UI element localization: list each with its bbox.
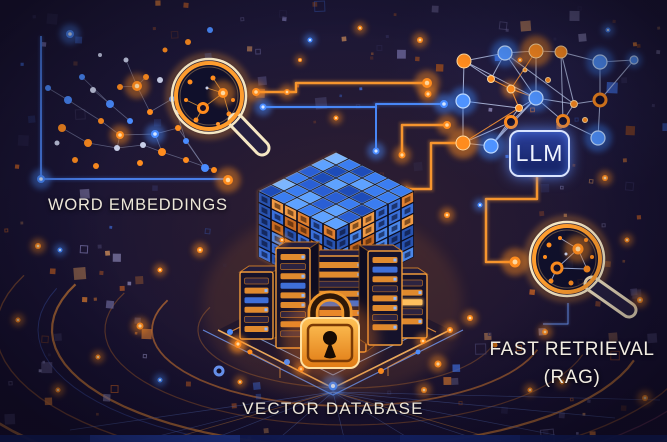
magnifier-left-icon bbox=[165, 52, 271, 157]
bokeh-glow-dots bbox=[11, 21, 653, 406]
circuit-traces bbox=[246, 70, 570, 326]
llm-network-graph bbox=[447, 35, 642, 160]
magnifier-right-icon bbox=[523, 215, 638, 319]
fast-retrieval-line2: (RAG) bbox=[543, 367, 601, 388]
llm-label: LLM bbox=[515, 140, 564, 166]
word-embeddings-label: WORD EMBEDDINGS bbox=[48, 196, 228, 214]
padlock-icon bbox=[282, 290, 378, 382]
fast-retrieval-line1: FAST RETRIEVAL bbox=[489, 339, 655, 360]
llm-badge: LLM bbox=[509, 130, 570, 177]
fast-retrieval-label: FAST RETRIEVAL (RAG) bbox=[489, 336, 654, 392]
bottom-edge-bar bbox=[0, 435, 667, 442]
vector-database-label: VECTOR DATABASE bbox=[242, 399, 424, 418]
word-embeddings-scatter bbox=[31, 24, 241, 193]
